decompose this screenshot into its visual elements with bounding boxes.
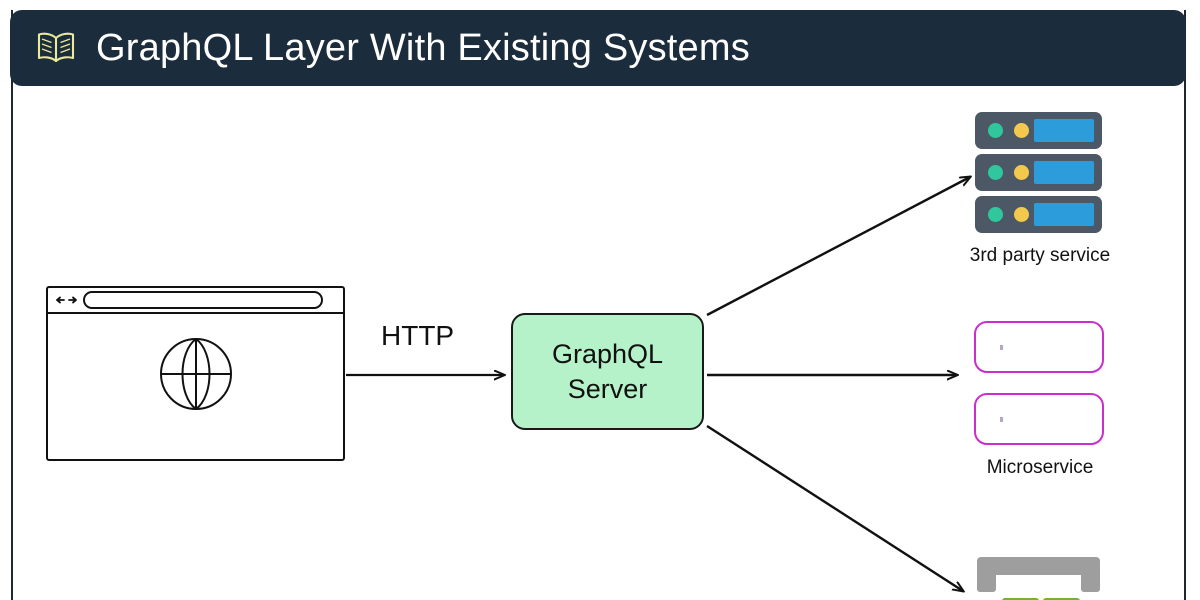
server-panel-icon xyxy=(1034,119,1094,142)
edge-label-http: HTTP xyxy=(381,320,455,351)
browser-window-outline xyxy=(46,286,345,461)
status-led-amber-icon xyxy=(1014,123,1029,138)
graphql-server-line2: Server xyxy=(567,373,648,404)
status-led-green-icon xyxy=(988,207,1003,222)
diagram-vector-layer xyxy=(46,86,1200,600)
server-panel-icon xyxy=(1034,203,1094,226)
server-unit xyxy=(975,196,1102,233)
server-unit xyxy=(975,112,1102,149)
legacy-leg-right-icon xyxy=(1081,575,1100,592)
server-unit xyxy=(975,154,1102,191)
microservice-label: Microservice xyxy=(986,457,1094,478)
status-led-amber-icon xyxy=(1014,165,1029,180)
diagram-canvas: HTTP GraphQL Server 3rd party xyxy=(0,86,1200,600)
legacy-system-node[interactable] xyxy=(977,557,1100,600)
legacy-chip-icon xyxy=(1043,598,1080,600)
microservice-mark-icon xyxy=(1000,417,1003,422)
open-book-icon xyxy=(37,32,75,63)
arrow-to-legacy xyxy=(706,424,963,591)
page-title: GraphQL Layer With Existing Systems xyxy=(96,27,750,69)
third-party-service-label: 3rd party service xyxy=(969,245,1111,266)
third-party-service-node[interactable] xyxy=(975,112,1102,238)
legacy-frame-icon xyxy=(977,557,1100,575)
legacy-leg-left-icon xyxy=(977,575,996,592)
page-header: GraphQL Layer With Existing Systems xyxy=(10,10,1186,86)
status-led-green-icon xyxy=(988,165,1003,180)
graphql-server-line1: GraphQL xyxy=(551,338,664,369)
status-led-green-icon xyxy=(988,123,1003,138)
status-led-amber-icon xyxy=(1014,207,1029,222)
arrow-to-third-party xyxy=(706,177,970,317)
microservice-mark-icon xyxy=(1000,345,1003,350)
microservice-node[interactable] xyxy=(974,321,1104,373)
server-panel-icon xyxy=(1034,161,1094,184)
graphql-server-node[interactable]: GraphQL Server xyxy=(511,313,704,430)
legacy-chip-icon xyxy=(1002,598,1039,600)
globe-icon xyxy=(160,338,232,410)
microservice-node[interactable] xyxy=(974,393,1104,445)
